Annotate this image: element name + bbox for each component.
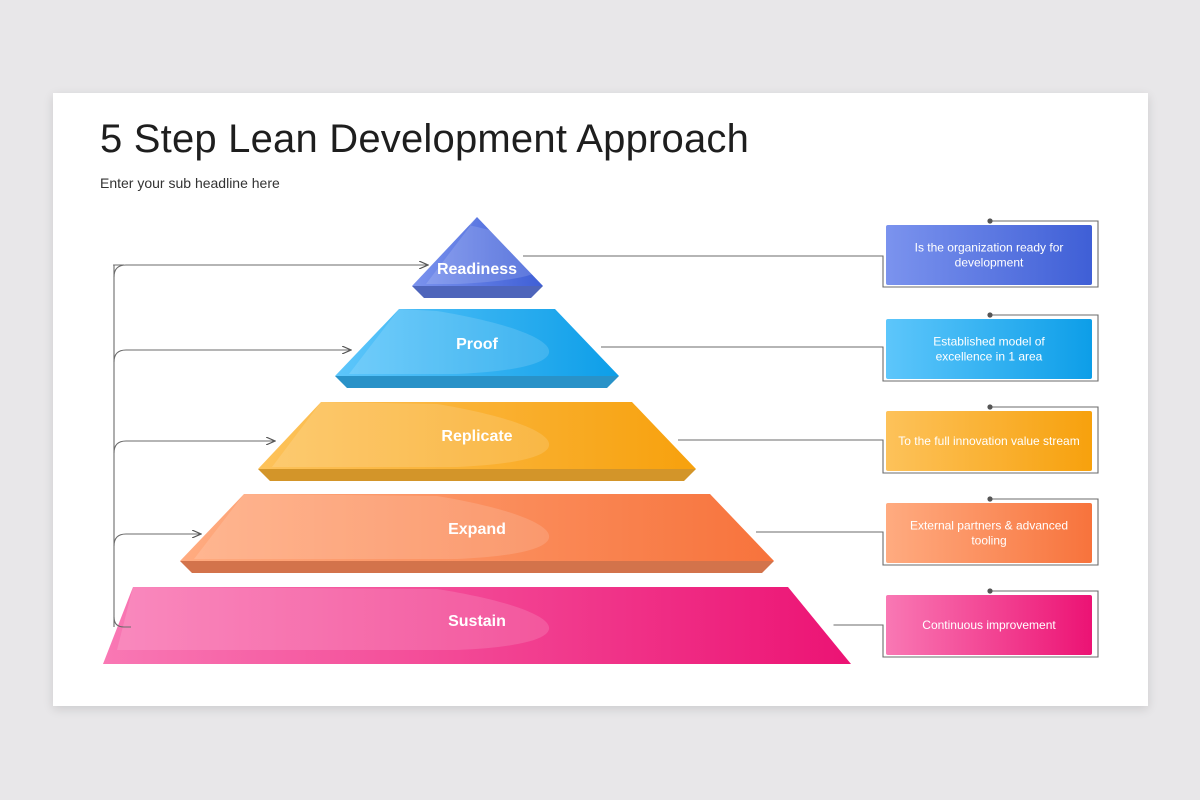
level-face (412, 217, 543, 286)
description-box-fill (886, 225, 1092, 285)
description-text: Continuous improvement (922, 618, 1056, 632)
level-highlight (194, 494, 550, 559)
connector-line (756, 498, 1099, 566)
connector-dot (987, 588, 993, 594)
pyramid-diagram: Readiness Is the organization ready forde… (103, 217, 1099, 664)
pyramid-level-readiness: Readiness (412, 217, 550, 298)
slide-title: 5 Step Lean Development Approach (100, 117, 750, 161)
description-text: tooling (971, 534, 1006, 548)
level-edge (180, 561, 774, 573)
connector-dot (987, 404, 993, 410)
description-text: To the full innovation value stream (898, 434, 1079, 448)
feedback-base-line (113, 616, 131, 628)
connector-line (601, 314, 1099, 382)
pyramid-level-expand: Expand (180, 494, 774, 573)
connector-line (833, 590, 1099, 658)
level-label: Proof (456, 336, 498, 353)
level-face (258, 402, 696, 469)
connector-dot (987, 312, 993, 318)
pyramid-level-proof: Proof (335, 309, 619, 388)
feedback-arrow (113, 265, 428, 278)
slide-subtitle: Enter your sub headline here (100, 175, 280, 191)
description-box-fill (886, 503, 1092, 563)
connector-line (523, 220, 1099, 288)
description-text: Established model of (933, 335, 1045, 349)
level-label: Replicate (441, 428, 512, 445)
level-highlight (349, 309, 550, 374)
feedback-arrow (113, 441, 275, 454)
level-edge (335, 376, 619, 388)
pyramid-level-sustain: Sustain (103, 587, 851, 664)
level-label: Readiness (437, 261, 517, 278)
description-box-fill (886, 595, 1092, 655)
description-text: development (955, 256, 1024, 270)
pyramid-level-replicate: Replicate (258, 402, 696, 481)
slide: 5 Step Lean Development Approach Enter y… (53, 93, 1148, 706)
description-box-fill (886, 319, 1092, 379)
connector-dot (987, 218, 993, 224)
feedback-arrow (113, 534, 201, 547)
level-edge (412, 286, 543, 298)
description-text: excellence in 1 area (936, 350, 1043, 364)
level-face (180, 494, 774, 561)
description-box-replicate: To the full innovation value stream (886, 411, 1092, 471)
connector-dot (987, 496, 993, 502)
description-box-sustain: Continuous improvement (886, 595, 1092, 655)
connector-line (678, 406, 1099, 474)
level-face (103, 587, 851, 664)
feedback-arrow (113, 350, 351, 363)
level-highlight (272, 402, 550, 467)
level-label: Sustain (448, 613, 506, 630)
description-text: Is the organization ready for (915, 241, 1064, 255)
description-text: External partners & advanced (910, 519, 1068, 533)
level-label: Expand (448, 521, 506, 538)
feedback-trunk-line (112, 264, 124, 627)
level-edge (258, 469, 696, 481)
level-highlight (117, 587, 550, 650)
description-box-fill (886, 411, 1092, 471)
level-face (335, 309, 619, 376)
level-highlight (426, 217, 550, 284)
